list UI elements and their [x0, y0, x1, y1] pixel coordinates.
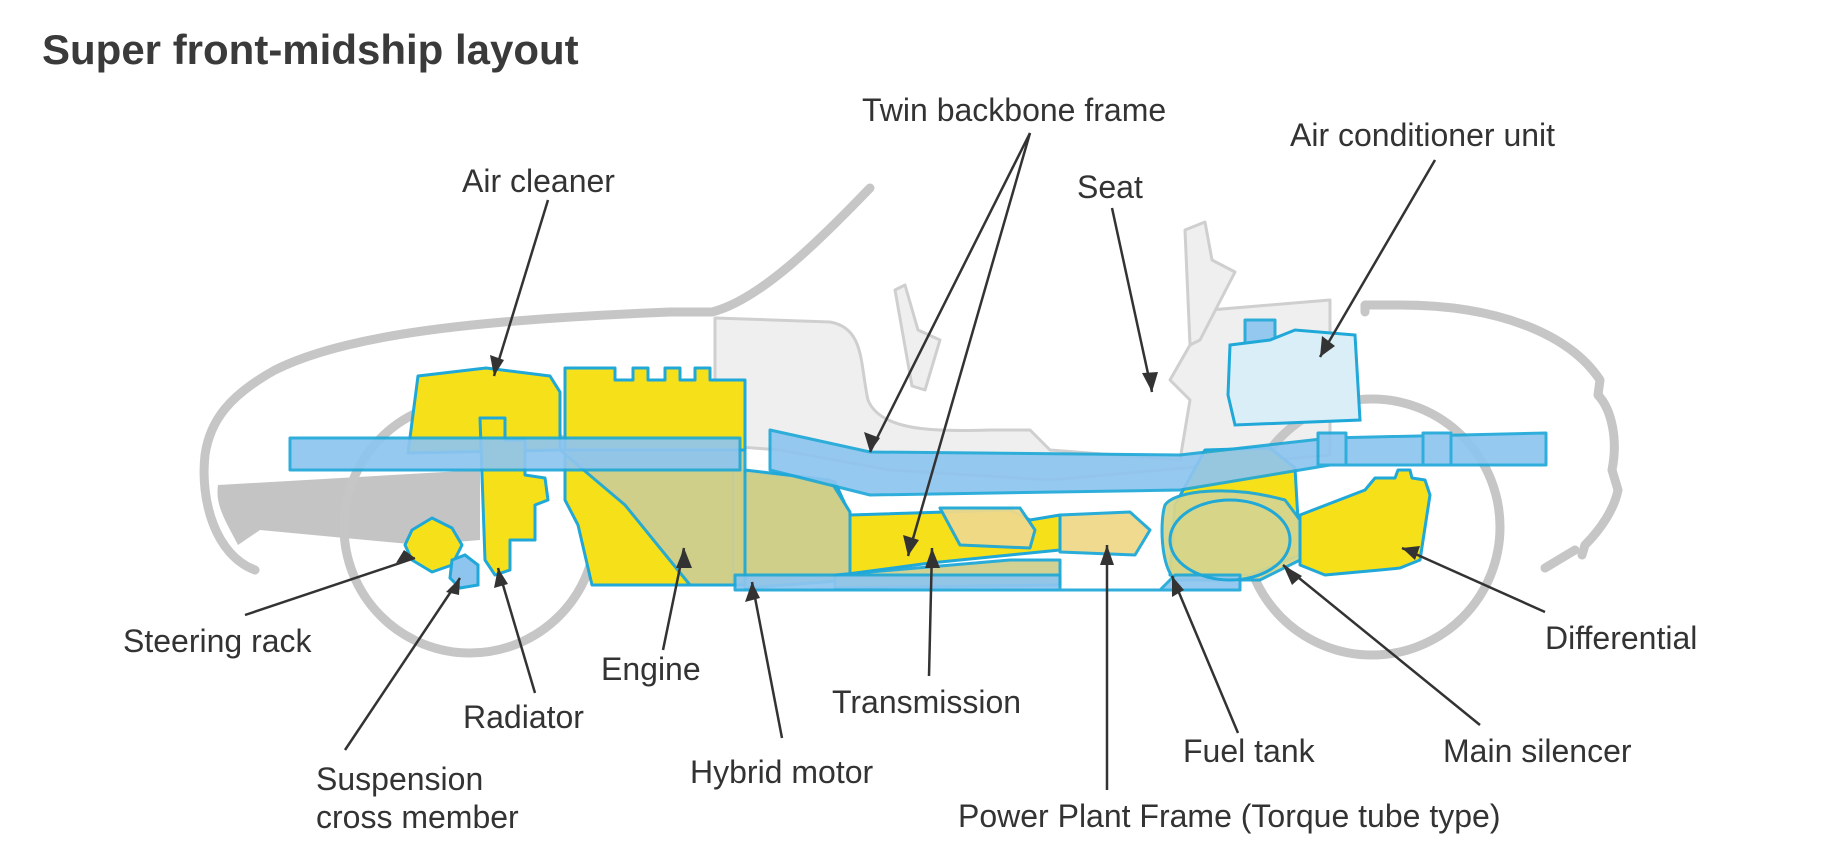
label-power-plant-frame: Power Plant Frame (Torque tube type): [958, 798, 1501, 834]
backbone-frame: [288, 318, 1548, 592]
differential-shape: [1298, 468, 1432, 577]
label-suspension-cross-member-1: Suspension: [316, 761, 484, 797]
label-suspension-cross-member-2: cross member: [316, 799, 519, 835]
label-twin-backbone-frame: Twin backbone frame: [862, 92, 1167, 128]
label-seat: Seat: [1077, 169, 1143, 205]
label-steering-rack: Steering rack: [123, 623, 312, 659]
label-transmission: Transmission: [832, 684, 1022, 720]
detail-outlines: [448, 498, 1292, 590]
leader-lines: [244, 132, 1546, 790]
label-main-silencer: Main silencer: [1443, 733, 1632, 769]
label-air-cleaner: Air cleaner: [462, 163, 615, 199]
label-air-conditioner-unit: Air conditioner unit: [1290, 117, 1556, 153]
label-differential: Differential: [1545, 620, 1698, 656]
label-hybrid-motor: Hybrid motor: [690, 754, 874, 790]
front-frame-rail: [288, 436, 742, 472]
body-outline: [199, 183, 1623, 575]
lower-rail: [733, 573, 1242, 592]
label-fuel-tank: Fuel tank: [1183, 733, 1315, 769]
label-radiator: Radiator: [463, 699, 584, 735]
arrowheads: [396, 336, 1420, 602]
air-conditioner-unit-shape: [1226, 328, 1362, 427]
overlap-regions: [558, 448, 1302, 590]
diagram-title: Super front-midship layout: [42, 26, 579, 73]
label-engine: Engine: [601, 651, 701, 687]
